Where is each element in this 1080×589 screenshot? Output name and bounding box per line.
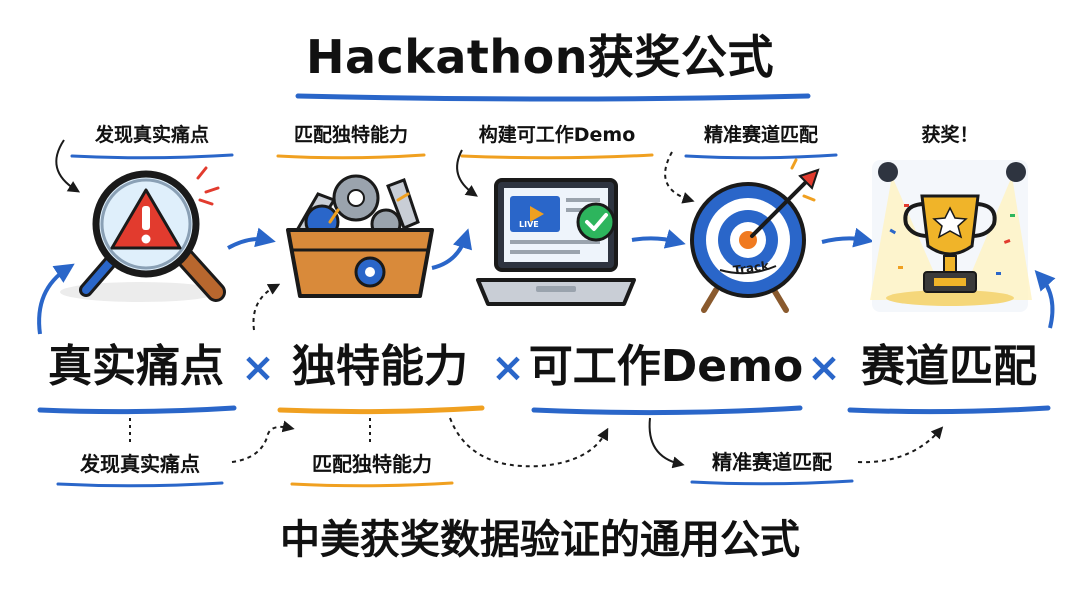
flow-arrow-1 (227, 227, 276, 250)
step-underline-2 (276, 153, 426, 160)
laptop-demo-icon (476, 178, 636, 306)
sub-label-3: 精准赛道匹配 (712, 450, 832, 474)
sub-label-1: 发现真实痛点 (80, 452, 200, 476)
flow-arrow-3 (631, 229, 686, 249)
page-title: Hackathon获奖公式 (305, 30, 775, 84)
step-label-5: 获奖！ (921, 124, 979, 146)
connector-1-2 (231, 420, 295, 463)
footer-caption: 中美获奖数据验证的通用公式 (280, 517, 800, 563)
sub-underline-2 (290, 481, 454, 488)
flow-arrow-end (1034, 270, 1056, 329)
pointer-arrow-1 (55, 139, 81, 193)
connector-4-5 (857, 426, 944, 464)
formula-term-3: 可工作Demo (528, 341, 804, 392)
formula-term-4: 赛道匹配 (861, 341, 1037, 392)
formula-underline-2 (277, 405, 485, 415)
step-underline-3 (460, 153, 654, 160)
sub-underline-3 (690, 479, 854, 486)
formula-underline-4 (847, 405, 1051, 415)
magnifier-warning-icon (60, 166, 226, 302)
formula-operator-2: × (491, 345, 525, 391)
formula-term-2: 独特能力 (292, 341, 468, 392)
toolbox-gears-icon (286, 174, 434, 298)
step-label-1: 发现真实痛点 (94, 124, 210, 146)
connector-2-3 (449, 417, 609, 468)
formula-underline-3 (531, 405, 803, 416)
flow-arrow-4 (821, 227, 874, 248)
trophy-icon (870, 160, 1032, 312)
formula-operator-1: × (241, 345, 275, 391)
formula-term-1: 真实痛点 (48, 341, 224, 392)
step-label-2: 匹配独特能力 (293, 124, 409, 146)
pointer-arrow-4 (664, 151, 695, 204)
sub-underline-1 (56, 481, 224, 488)
title-underline (295, 93, 811, 102)
demo-live-badge: LIVE (519, 220, 539, 229)
pointer-arrow-3 (456, 149, 478, 197)
step-label-3: 构建可工作Demo (478, 124, 636, 146)
connector-3-4 (648, 417, 685, 469)
flow-arrow-2 (431, 228, 473, 270)
formula-underline-1 (37, 405, 237, 415)
step-underline-1 (70, 153, 234, 160)
dotted-arrow-up-2 (252, 283, 281, 331)
flow-arrow-start (37, 263, 75, 335)
formula-operator-3: × (807, 345, 841, 391)
target-arrow-icon (690, 158, 820, 313)
step-label-4: 精准赛道匹配 (703, 124, 819, 146)
step-underline-4 (684, 153, 838, 160)
sub-label-2: 匹配独特能力 (312, 452, 432, 476)
